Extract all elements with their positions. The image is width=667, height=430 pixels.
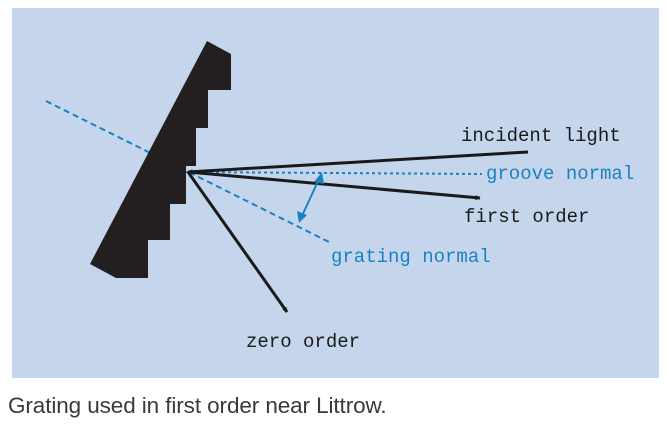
incident-light-ray	[187, 150, 529, 175]
zero-order-ray	[186, 171, 289, 313]
first-order-ray	[187, 170, 481, 201]
figure-caption: Grating used in first order near Littrow…	[8, 393, 387, 418]
incident-light-label: incident light	[461, 125, 621, 147]
first-order-label: first order	[464, 206, 589, 228]
groove-normal-label: groove normal	[486, 163, 634, 185]
diagram-background	[12, 8, 659, 378]
angle-indicator-arrow	[297, 172, 324, 223]
grating-block	[90, 41, 231, 278]
grating-normal-label: grating normal	[331, 246, 491, 268]
grating-normal-line	[45, 100, 332, 244]
zero-order-label: zero order	[246, 331, 360, 353]
grating-diagram: incident light groove normal first order…	[12, 8, 659, 378]
groove-normal-line	[185, 171, 483, 175]
